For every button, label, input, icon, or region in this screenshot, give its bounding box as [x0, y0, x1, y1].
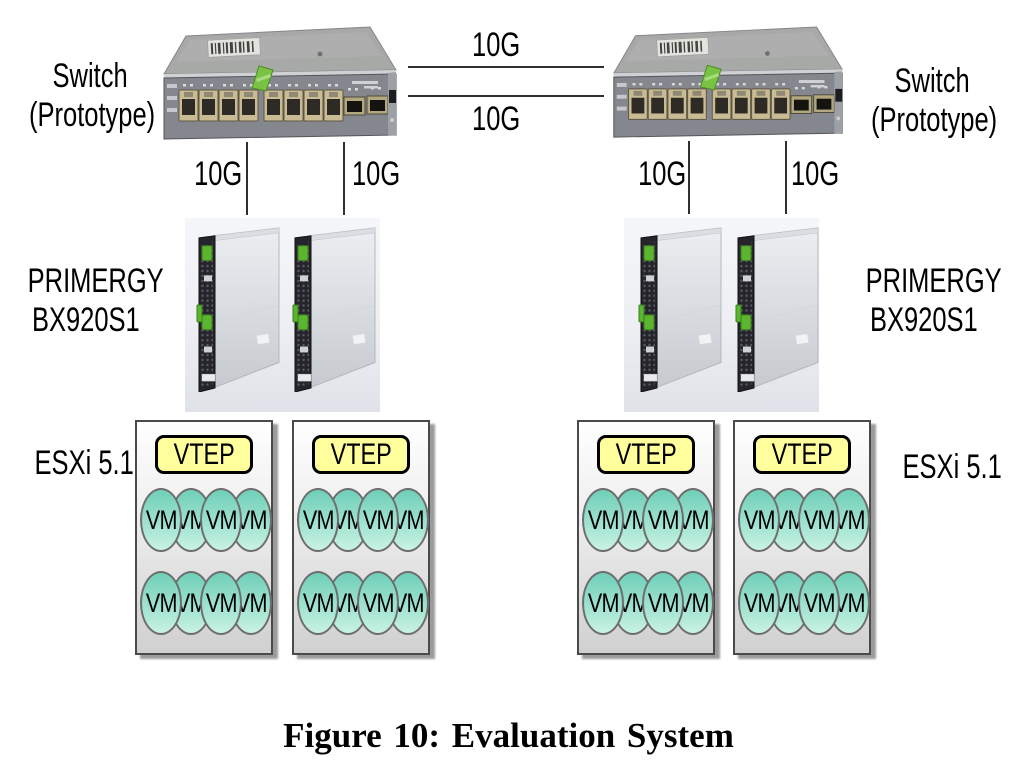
link-speed-text: 10G — [352, 155, 401, 193]
vm-text: VM — [587, 587, 620, 618]
link-speed-label: 10G — [178, 155, 243, 194]
server-label-line1: PRIMERGY — [865, 262, 1002, 300]
vm-row: VM VM VM VM — [294, 488, 429, 552]
blade-server-group-left — [185, 218, 380, 412]
vm-row: VM VM VM VM — [579, 571, 714, 635]
vm-ellipse: VM — [642, 571, 684, 635]
vm-ellipse: VM — [798, 488, 840, 552]
esxi-host-box-4: VTEP VM VM VM VM VM VM VM VM — [733, 420, 871, 655]
link-speed-text: 10G — [471, 100, 521, 138]
server-label-left: PRIMERGY BX920S1 — [5, 262, 167, 340]
inter-switch-link-line-bottom — [408, 95, 604, 97]
blade-server-image — [195, 224, 283, 392]
hypervisor-label-left: ESXi 5.1 — [18, 444, 134, 483]
vm-text: VM — [362, 504, 395, 535]
vtep-badge: VTEP — [753, 435, 851, 474]
inter-switch-link-line-top — [408, 66, 604, 68]
vm-text: VM — [145, 587, 178, 618]
vm-text: VM — [803, 587, 836, 618]
vm-text: VM — [302, 587, 335, 618]
vm-ellipse: VM — [582, 571, 624, 635]
vm-row: VM VM VM VM — [735, 488, 870, 552]
vtep-badge: VTEP — [597, 435, 695, 474]
vm-ellipse: VM — [357, 488, 399, 552]
link-speed-text: 10G — [638, 155, 687, 193]
switch-label-left: Switch (Prototype) — [8, 57, 173, 135]
vm-ellipse: VM — [297, 488, 339, 552]
vm-text: VM — [205, 504, 238, 535]
switch-image-right — [602, 24, 854, 141]
vm-row: VM VM VM VM — [579, 488, 714, 552]
vm-row: VM VM VM VM — [137, 488, 272, 552]
vm-ellipse: VM — [642, 488, 684, 552]
switch-label-line2: (Prototype) — [871, 101, 998, 139]
esxi-host-box-3: VTEP VM VM VM VM VM VM VM VM — [577, 420, 715, 655]
vm-text: VM — [803, 504, 836, 535]
switch-label-line1: Switch — [52, 57, 129, 95]
switch-label-line2: (Prototype) — [29, 96, 156, 134]
figure-caption: Figure 10: Evaluation System — [283, 716, 734, 755]
switch-server-link-line — [688, 141, 690, 214]
server-label-line2: BX920S1 — [32, 301, 140, 339]
vm-ellipse: VM — [200, 488, 242, 552]
blade-server-image — [734, 224, 822, 392]
vm-text: VM — [743, 587, 776, 618]
link-speed-text: 10G — [471, 26, 521, 64]
vm-ellipse: VM — [357, 571, 399, 635]
vm-ellipse: VM — [140, 571, 182, 635]
blade-server-image — [291, 224, 379, 392]
vm-text: VM — [362, 587, 395, 618]
vtep-text: VTEP — [173, 437, 235, 471]
vm-ellipse: VM — [140, 488, 182, 552]
vm-row: VM VM VM VM — [137, 571, 272, 635]
server-label-line2: BX920S1 — [870, 301, 978, 339]
vm-ellipse: VM — [798, 571, 840, 635]
vm-row: VM VM VM VM — [294, 571, 429, 635]
switch-server-link-line — [246, 142, 248, 215]
vm-text: VM — [647, 587, 680, 618]
link-speed-label: 10G — [450, 100, 542, 139]
vm-ellipse: VM — [738, 571, 780, 635]
vtep-text: VTEP — [330, 437, 392, 471]
vm-text: VM — [647, 504, 680, 535]
vtep-text: VTEP — [771, 437, 833, 471]
blade-server-group-right — [624, 218, 819, 412]
vtep-text: VTEP — [615, 437, 677, 471]
vm-ellipse: VM — [738, 488, 780, 552]
link-speed-label: 10G — [352, 155, 422, 194]
server-label-right: PRIMERGY BX920S1 — [843, 262, 1005, 340]
blade-server-image — [637, 224, 725, 392]
switch-label-right: Switch (Prototype) — [850, 62, 1015, 140]
hypervisor-text: ESXi 5.1 — [902, 448, 1002, 486]
link-speed-label: 10G — [450, 26, 542, 65]
vm-ellipse: VM — [582, 488, 624, 552]
switch-server-link-line — [343, 142, 345, 215]
vm-ellipse: VM — [297, 571, 339, 635]
switch-label-line1: Switch — [894, 62, 971, 100]
server-label-line1: PRIMERGY — [27, 262, 164, 300]
switch-image-left — [152, 24, 408, 143]
esxi-host-box-2: VTEP VM VM VM VM VM VM VM VM — [292, 420, 430, 655]
vm-ellipse: VM — [200, 571, 242, 635]
vm-row: VM VM VM VM — [735, 571, 870, 635]
vtep-badge: VTEP — [312, 435, 410, 474]
vm-text: VM — [302, 504, 335, 535]
link-speed-text: 10G — [194, 155, 243, 193]
esxi-host-box-1: VTEP VM VM VM VM VM VM VM VM — [135, 420, 273, 655]
vtep-badge: VTEP — [155, 435, 253, 474]
vm-text: VM — [205, 587, 238, 618]
vm-text: VM — [145, 504, 178, 535]
vm-text: VM — [587, 504, 620, 535]
hypervisor-label-right: ESXi 5.1 — [886, 448, 1002, 487]
link-speed-label: 10G — [791, 155, 861, 194]
link-speed-text: 10G — [791, 155, 840, 193]
switch-server-link-line — [785, 141, 787, 214]
link-speed-label: 10G — [622, 155, 687, 194]
hypervisor-text: ESXi 5.1 — [34, 444, 134, 482]
vm-text: VM — [743, 504, 776, 535]
